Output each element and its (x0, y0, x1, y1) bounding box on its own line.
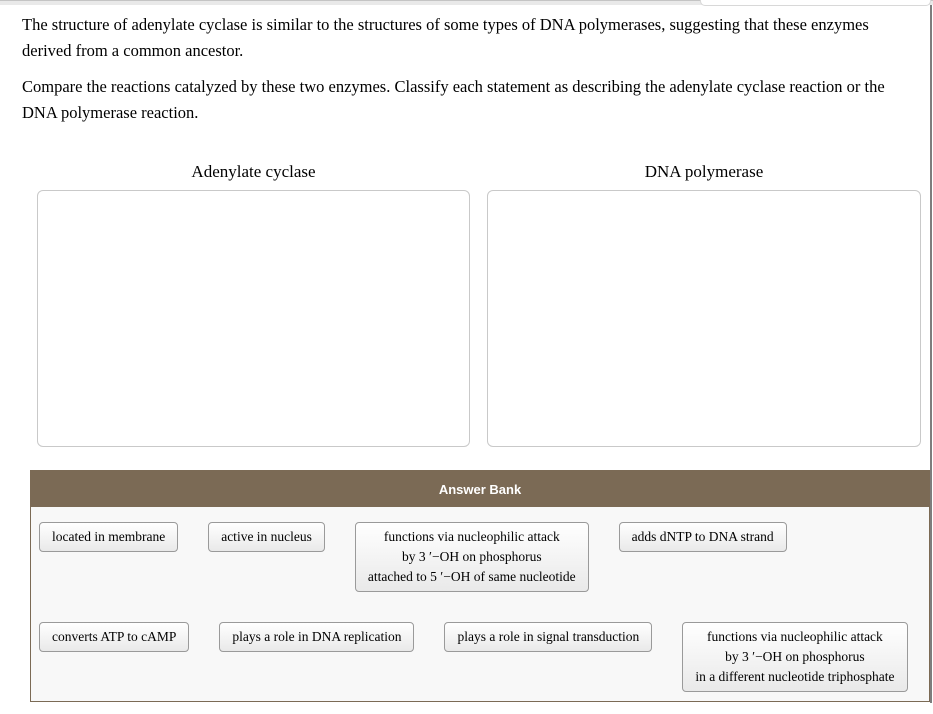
question-paragraph-2: Compare the reactions catalyzed by these… (22, 77, 885, 122)
page-right-border (930, 5, 932, 703)
answer-bank-row-2: converts ATP to cAMP plays a role in DNA… (39, 622, 921, 692)
answer-bank-title: Answer Bank (438, 481, 522, 497)
answer-bank-body: located in membrane active in nucleus fu… (31, 507, 929, 705)
question-paragraph-1: The structure of adenylate cyclase is si… (22, 15, 869, 60)
answer-tile-dna-replication[interactable]: plays a role in DNA replication (219, 622, 415, 652)
answer-bank-header: Answer Bank (31, 471, 929, 507)
answer-tile-nucleophilic-attack-same-nucleotide[interactable]: functions via nucleophilic attack by 3 ′… (354, 522, 589, 592)
top-chrome-strip (0, 0, 933, 5)
answer-tile-adds-dntp[interactable]: adds dNTP to DNA strand (618, 522, 787, 552)
answer-bank-row-1: located in membrane active in nucleus fu… (39, 522, 921, 592)
answer-tile-converts-atp[interactable]: converts ATP to cAMP (39, 622, 190, 652)
answer-tile-nucleophilic-attack-different-triphosphate[interactable]: functions via nucleophilic attack by 3 ′… (682, 622, 908, 692)
bin-label-adenylate-cyclase: Adenylate cyclase (191, 162, 316, 181)
answer-tile-signal-transduction[interactable]: plays a role in signal transduction (444, 622, 653, 652)
answer-tile-located-in-membrane[interactable]: located in membrane (39, 522, 179, 552)
top-chrome-tab (700, 0, 931, 6)
answer-tile-active-in-nucleus[interactable]: active in nucleus (208, 522, 325, 552)
dropzone-dna-polymerase[interactable] (487, 190, 921, 447)
dropzone-adenylate-cyclase[interactable] (37, 190, 470, 447)
bin-label-dna-polymerase: DNA polymerase (644, 162, 764, 181)
answer-bank: Answer Bank located in membrane active i… (30, 470, 930, 702)
question-text: The structure of adenylate cyclase is si… (22, 12, 920, 136)
